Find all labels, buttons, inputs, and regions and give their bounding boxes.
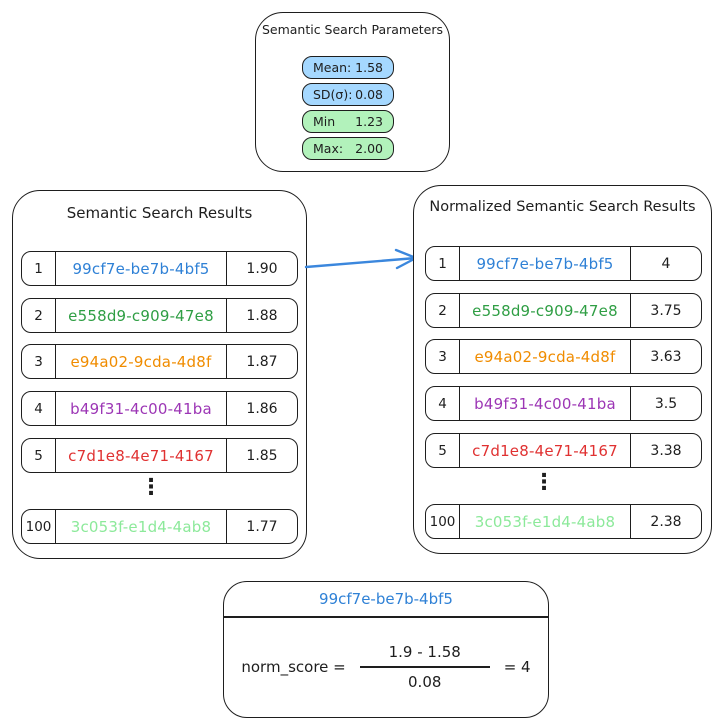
pill-label: Max:	[313, 141, 344, 156]
pill-value: 2.00	[355, 141, 383, 156]
ellipsis-dots: ⋮	[533, 470, 555, 495]
parameters-box: Semantic Search Parameters Mean: 1.58 SD…	[255, 12, 450, 172]
uuid-cell: e94a02-9cda-4d8f	[70, 352, 212, 371]
parameter-pill-sd: SD(σ): 0.08	[302, 83, 394, 106]
rank-cell: 5	[426, 434, 460, 467]
result-row: 3 e94a02-9cda-4d8f 1.87	[21, 344, 298, 379]
uuid-cell: b49f31-4c00-41ba	[70, 399, 212, 418]
score-cell: 2.38	[630, 505, 701, 538]
pill-value: 1.58	[355, 60, 383, 75]
rank-cell: 4	[22, 392, 56, 425]
parameters-title: Semantic Search Parameters	[261, 22, 444, 37]
score-cell: 3.38	[630, 434, 701, 467]
formula-fraction: 1.9 - 1.58 0.08	[359, 642, 490, 691]
results-box: Semantic Search Results 1 99cf7e-be7b-4b…	[12, 190, 307, 559]
normalized-row: 2 e558d9-c909-47e8 3.75	[425, 293, 702, 328]
result-row: 100 3c053f-e1d4-4ab8 1.77	[21, 509, 298, 544]
normalized-title: Normalized Semantic Search Results	[429, 199, 696, 215]
rank-cell: 100	[426, 505, 460, 538]
uuid-cell: e94a02-9cda-4d8f	[474, 347, 616, 366]
pill-label: Mean:	[313, 60, 352, 75]
rank-cell: 1	[426, 247, 460, 280]
uuid-cell: e558d9-c909-47e8	[472, 301, 618, 320]
uuid-cell: e558d9-c909-47e8	[68, 306, 214, 325]
uuid-cell: 99cf7e-be7b-4bf5	[72, 259, 210, 278]
result-row: 1 99cf7e-be7b-4bf5 1.90	[21, 251, 298, 286]
uuid-cell: b49f31-4c00-41ba	[474, 394, 616, 413]
uuid-cell: 99cf7e-be7b-4bf5	[476, 254, 614, 273]
arrow-icon	[304, 248, 418, 270]
result-row: 5 c7d1e8-4e71-4167 1.85	[21, 438, 298, 473]
pill-value: 1.23	[355, 114, 383, 129]
normalized-row: 1 99cf7e-be7b-4bf5 4	[425, 246, 702, 281]
pill-value: 0.08	[355, 87, 383, 102]
normalized-row: 4 b49f31-4c00-41ba 3.5	[425, 386, 702, 421]
uuid-cell: 3c053f-e1d4-4ab8	[474, 512, 616, 531]
score-cell: 3.63	[630, 340, 701, 373]
score-cell: 4	[630, 247, 701, 280]
normalized-row: 100 3c053f-e1d4-4ab8 2.38	[425, 504, 702, 539]
uuid-cell: c7d1e8-4e71-4167	[472, 441, 618, 460]
rank-cell: 3	[426, 340, 460, 373]
rank-cell: 5	[22, 439, 56, 472]
rank-cell: 100	[22, 510, 56, 543]
norm-score-formula: norm_score = 1.9 - 1.58 0.08 = 4	[224, 616, 548, 717]
normalized-box: Normalized Semantic Search Results 1 99c…	[413, 185, 712, 554]
score-cell: 1.90	[226, 252, 297, 285]
result-row: 4 b49f31-4c00-41ba 1.86	[21, 391, 298, 426]
pill-label: Min	[313, 114, 336, 129]
results-title: Semantic Search Results	[66, 204, 253, 222]
score-cell: 1.87	[226, 345, 297, 378]
rank-cell: 1	[22, 252, 56, 285]
uuid-cell: c7d1e8-4e71-4167	[68, 446, 214, 465]
parameter-pill-mean: Mean: 1.58	[302, 56, 394, 79]
score-cell: 3.5	[630, 387, 701, 420]
rank-cell: 2	[22, 299, 56, 332]
score-cell: 3.75	[630, 294, 701, 327]
rank-cell: 3	[22, 345, 56, 378]
normalized-row: 3 e94a02-9cda-4d8f 3.63	[425, 339, 702, 374]
ellipsis-dots: ⋮	[140, 475, 162, 500]
score-cell: 1.86	[226, 392, 297, 425]
formula-lhs: norm_score =	[241, 657, 346, 676]
uuid-cell: 3c053f-e1d4-4ab8	[70, 517, 212, 536]
formula-title: 99cf7e-be7b-4bf5	[224, 582, 548, 618]
result-row: 2 e558d9-c909-47e8 1.88	[21, 298, 298, 333]
fraction-numerator: 1.9 - 1.58	[388, 642, 461, 661]
score-cell: 1.77	[226, 510, 297, 543]
score-cell: 1.85	[226, 439, 297, 472]
parameter-pill-min: Min 1.23	[302, 110, 394, 133]
normalized-row: 5 c7d1e8-4e71-4167 3.38	[425, 433, 702, 468]
pill-label: SD(σ):	[313, 87, 353, 102]
fraction-bar	[359, 665, 490, 668]
formula-result: = 4	[503, 657, 531, 676]
score-cell: 1.88	[226, 299, 297, 332]
parameter-pill-max: Max: 2.00	[302, 137, 394, 160]
rank-cell: 2	[426, 294, 460, 327]
fraction-denominator: 0.08	[408, 672, 442, 691]
rank-cell: 4	[426, 387, 460, 420]
formula-box: 99cf7e-be7b-4bf5 norm_score = 1.9 - 1.58…	[223, 581, 549, 718]
